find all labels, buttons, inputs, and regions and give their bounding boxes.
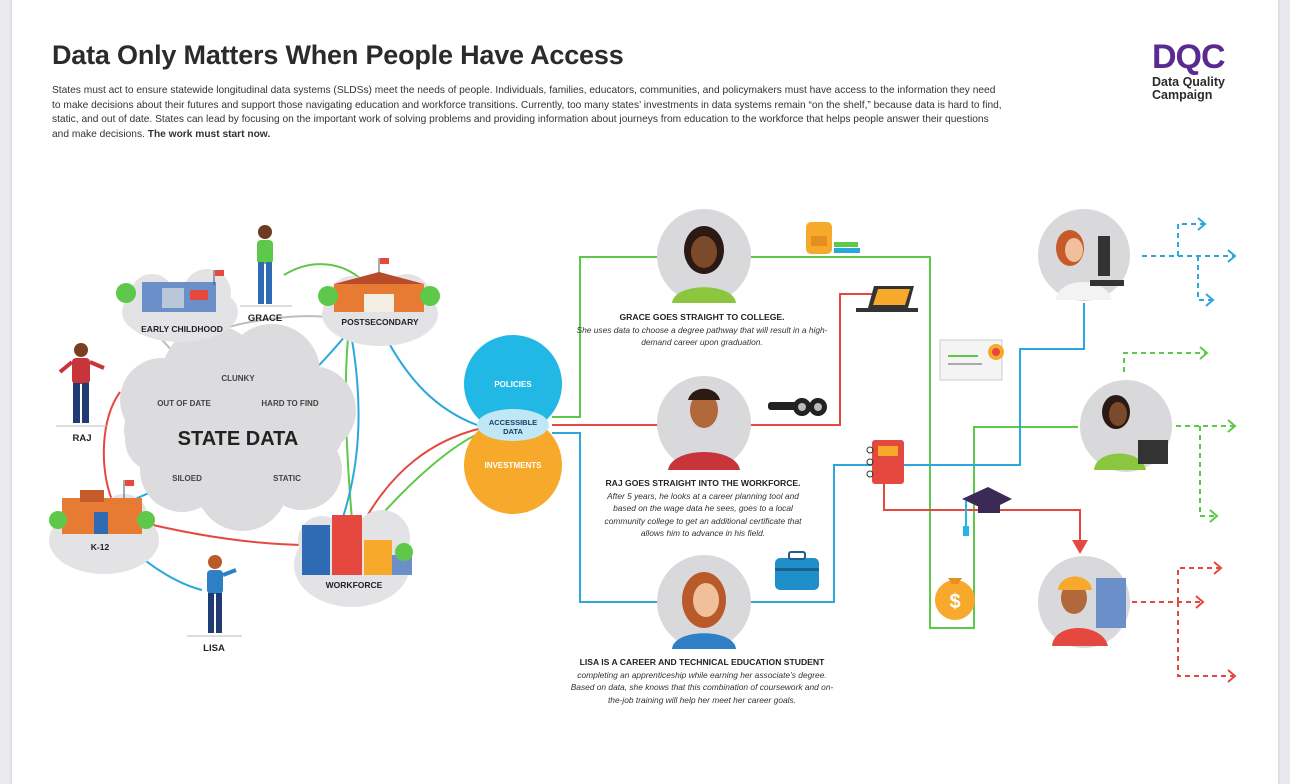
- postsecondary-building-icon: [318, 258, 440, 312]
- logo-mark: DQC: [1152, 38, 1226, 76]
- intro-text: States must act to ensure statewide long…: [52, 85, 1002, 140]
- infographic-page: Data Only Matters When People Have Acces…: [12, 0, 1278, 784]
- problem-out-of-date: OUT OF DATE: [157, 399, 211, 408]
- logo-name: Data Quality Campaign: [1152, 75, 1225, 102]
- label-postsecondary: POSTSECONDARY: [341, 317, 418, 327]
- accessible-data-overlap: [477, 409, 549, 441]
- label-grace: GRACE: [248, 313, 282, 324]
- state-data-title: STATE DATA: [178, 428, 299, 450]
- policies-circle: [464, 335, 562, 433]
- workforce-building-icon: [302, 515, 413, 575]
- laptop-icon: [856, 286, 918, 312]
- hub: [464, 335, 562, 514]
- intro-paragraph: States must act to ensure statewide long…: [52, 84, 1002, 142]
- label-workforce: WORKFORCE: [326, 580, 383, 590]
- grace-story-text: She uses data to choose a degree pathway…: [576, 324, 828, 348]
- grace-story: GRACE GOES STRAIGHT TO COLLEGE. She uses…: [572, 311, 832, 349]
- lisa-figure-icon: [187, 555, 242, 637]
- raj-portrait: [657, 376, 751, 470]
- label-k12: K-12: [91, 542, 110, 552]
- pathway-lines: [552, 223, 1234, 677]
- label-data: DATA: [503, 427, 523, 436]
- grace-figure-icon: [240, 225, 292, 307]
- problem-clunky: CLUNKY: [221, 374, 255, 383]
- dashed-arrowheads: [1195, 217, 1237, 683]
- label-accessible: ACCESSIBLE: [489, 418, 537, 427]
- raj-figure-icon: [56, 343, 108, 427]
- scientist-portrait: [1038, 209, 1130, 301]
- k12-building-icon: [49, 480, 155, 534]
- lisa-story: LISA IS A CAREER AND TECHNICAL EDUCATION…: [566, 656, 838, 706]
- investments-circle: [464, 416, 562, 514]
- certificate-icon: [939, 339, 1004, 381]
- intro-bold: The work must start now.: [147, 128, 271, 140]
- money-bag-icon: $: [935, 578, 975, 620]
- grace-portrait: [657, 209, 751, 303]
- label-raj: RAJ: [72, 433, 91, 444]
- label-lisa: LISA: [203, 643, 225, 654]
- lisa-story-text: completing an apprenticeship while earni…: [570, 669, 834, 705]
- state-data-cloud: [120, 324, 356, 531]
- raj-story-heading: RAJ GOES STRAIGHT INTO THE WORKFORCE.: [605, 478, 801, 488]
- problem-hard-to-find: HARD TO FIND: [261, 399, 318, 408]
- journey-diagram: STATE DATA CLUNKY OUT OF DATE HARD TO FI…: [49, 209, 1237, 683]
- page-title: Data Only Matters When People Have Acces…: [52, 40, 624, 70]
- grace-story-heading: GRACE GOES STRAIGHT TO COLLEGE.: [619, 312, 785, 322]
- office-worker-portrait: [1080, 380, 1172, 472]
- problem-static: STATIC: [273, 474, 301, 483]
- lisa-story-heading: LISA IS A CAREER AND TECHNICAL EDUCATION…: [579, 657, 825, 667]
- notebook-icon: [866, 440, 904, 484]
- briefcase-icon: [775, 551, 819, 590]
- graduation-cap-icon: [962, 487, 1012, 536]
- dqc-logo: DQC Data Quality Campaign: [1152, 40, 1262, 102]
- early-childhood-building-icon: [116, 270, 224, 312]
- backpack-books-icon: [806, 222, 860, 254]
- svg-text:$: $: [949, 591, 960, 613]
- binoculars-icon: [768, 398, 827, 416]
- raj-story: RAJ GOES STRAIGHT INTO THE WORKFORCE. Af…: [597, 477, 809, 540]
- label-policies: POLICIES: [494, 380, 532, 389]
- raj-story-text: After 5 years, he looks at a career plan…: [604, 490, 802, 539]
- problem-siloed: SILOED: [172, 474, 202, 483]
- lisa-portrait: [657, 555, 751, 649]
- label-early-childhood: EARLY CHILDHOOD: [141, 324, 223, 334]
- label-investments: INVESTMENTS: [485, 461, 543, 470]
- construction-worker-portrait: [1038, 556, 1130, 648]
